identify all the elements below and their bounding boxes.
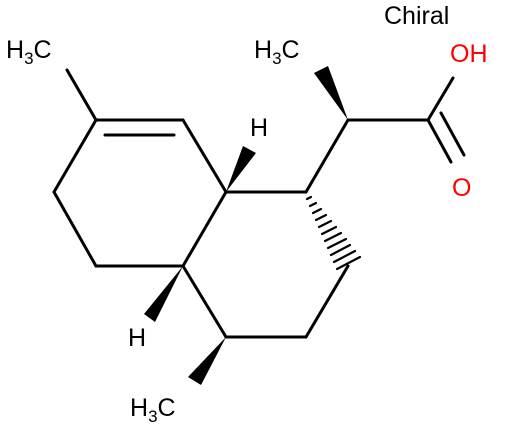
hydroxyl-label: OH: [450, 40, 488, 68]
bond-c6-c5: [52, 190, 98, 268]
methyl-label-side-chain: H3C: [254, 36, 300, 68]
wedge-side-chain-methyl: [314, 66, 348, 120]
bond-ring-fusion: [181, 190, 228, 268]
bond-c8-c8a: [181, 118, 228, 194]
wedge-bottom-methyl: [188, 337, 226, 385]
double-bond-co-b: [439, 111, 466, 157]
bond-c-oh: [426, 76, 455, 122]
bond-c1-calpha: [304, 118, 350, 194]
hydrogen-label-top: H: [250, 114, 268, 142]
side-chain-bonds: [304, 76, 466, 194]
bond-c4a-c4: [181, 264, 228, 339]
methyl-label-top-left: H3C: [6, 36, 52, 68]
bond-c7-c6: [52, 118, 98, 194]
hydrogen-label-bottom: H: [128, 324, 146, 352]
hashed-wedge-c1-c2: [304, 190, 362, 271]
methyl-label-bottom: H3C: [130, 394, 176, 426]
carbonyl-oxygen-label: O: [452, 174, 471, 202]
ring-bonds: [52, 68, 350, 339]
wedge-top-h: [226, 146, 256, 192]
bond-c3-c2: [304, 264, 350, 339]
chiral-annotation: Chiral: [384, 2, 449, 30]
wedge-bottom-h: [144, 266, 183, 322]
double-bond-co-a: [426, 118, 453, 164]
bond-ring-methyl: [65, 68, 98, 122]
stereo-wedges: [144, 66, 348, 385]
